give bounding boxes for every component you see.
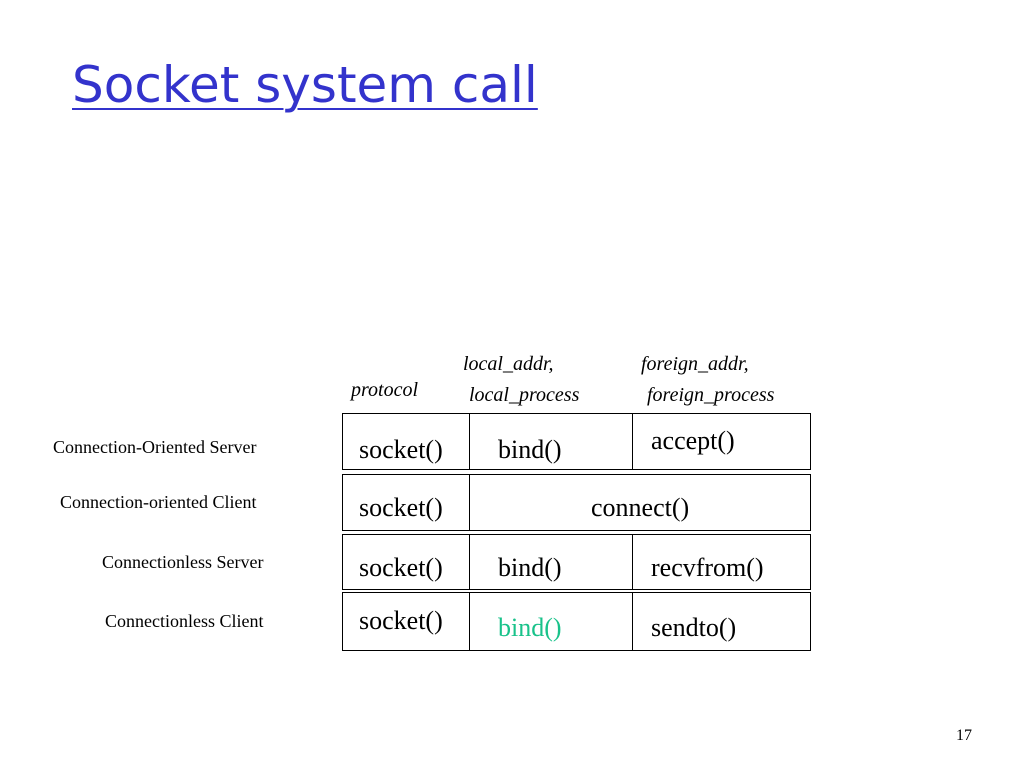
row-label-co-client: Connection-oriented Client [60,492,257,512]
row3-box [342,534,811,590]
cell-co-server-local: bind() [498,435,562,464]
row4-divider-2 [632,592,633,651]
cell-cl-server-protocol: socket() [359,553,443,582]
row1-divider-2 [632,413,633,470]
row2-divider-1 [469,474,470,531]
row4-divider-1 [469,592,470,651]
cell-cl-server-foreign: recvfrom() [651,553,764,582]
row2-box [342,474,811,531]
cell-cl-client-foreign: sendto() [651,613,737,642]
cell-cl-server-local: bind() [498,553,562,582]
cell-co-client-combined: connect() [591,493,690,522]
row3-divider-1 [469,534,470,590]
cell-co-server-protocol: socket() [359,435,443,464]
row-label-cl-server: Connectionless Server [102,552,264,572]
cell-cl-client-protocol: socket() [359,606,443,635]
header-protocol: protocol [351,379,419,401]
row1-divider-1 [469,413,470,470]
header-foreign-line2: foreign_process [647,384,775,406]
header-local-line1: local_addr, [463,353,554,375]
slide-title: Socket system call [72,56,538,114]
cell-cl-client-local: bind() [498,613,562,642]
cell-co-server-foreign: accept() [651,426,735,455]
header-foreign-line1: foreign_addr, [641,353,749,375]
row3-divider-2 [632,534,633,590]
header-local-line2: local_process [469,384,580,406]
cell-co-client-protocol: socket() [359,493,443,522]
page-number: 17 [956,727,972,744]
row-label-co-server: Connection-Oriented Server [53,437,257,457]
row1-box [342,413,811,470]
row4-box [342,592,811,651]
row-label-cl-client: Connectionless Client [105,611,264,631]
